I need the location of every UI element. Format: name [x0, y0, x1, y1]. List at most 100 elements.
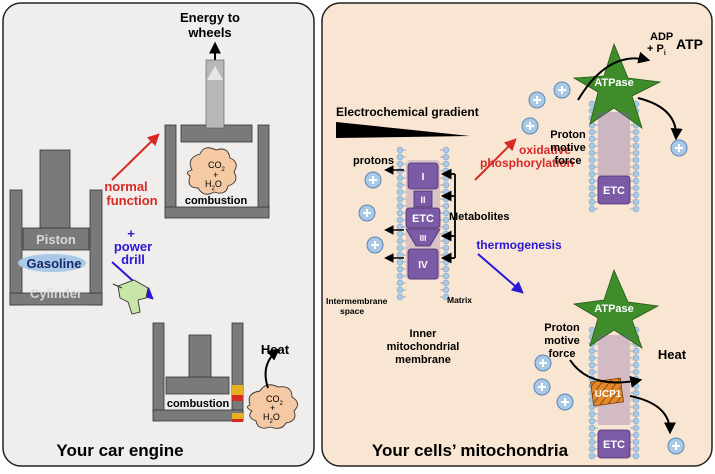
svg-text:motive: motive	[550, 142, 585, 154]
lipid-head	[396, 286, 404, 294]
energy-label-1: Energy to	[180, 10, 240, 25]
complex-i	[407, 162, 439, 190]
lipid-head	[588, 438, 596, 446]
complex-ii	[413, 190, 433, 208]
lipid-head	[396, 216, 404, 224]
lipid-head	[632, 438, 640, 446]
gas-cloud-top	[187, 147, 237, 195]
normal-label-1: normal	[104, 179, 147, 194]
svg-text:H2O: H2O	[205, 179, 222, 192]
lipid-head	[396, 167, 404, 175]
lipid-head	[588, 177, 596, 185]
lipid-head	[588, 198, 596, 206]
proton-top-1	[528, 91, 546, 109]
drill-plus: +	[127, 226, 135, 241]
lipid-head	[632, 417, 640, 425]
proton-1	[364, 171, 382, 189]
proton-bottom-2	[533, 378, 551, 396]
complex-etc	[405, 207, 441, 229]
lipid-head	[396, 209, 404, 217]
lipid-head	[396, 223, 404, 231]
lipid-head	[396, 202, 404, 210]
protons-label: protons	[353, 155, 394, 167]
lipid-head	[588, 452, 596, 460]
proton-2	[358, 204, 376, 222]
lipid-head	[588, 354, 596, 362]
proton-3	[366, 236, 384, 254]
proton-out-arrow-bottom	[629, 395, 676, 435]
proton-bottom-3	[556, 393, 574, 411]
lipid-head	[442, 237, 450, 245]
svg-text:IV: IV	[418, 260, 428, 271]
lipid-head	[632, 361, 640, 369]
engine-drill: combustion CO2 + H2O Heat	[152, 322, 298, 429]
membrane-label-3: membrane	[395, 354, 451, 366]
lipid-head	[588, 156, 596, 164]
lipid-head	[442, 223, 450, 231]
lipid-head	[396, 279, 404, 287]
right-panel: Electrochemical gradient I II ETC III IV…	[321, 2, 713, 467]
heat-arrow-left	[264, 348, 280, 389]
intermembrane-label-2: space	[340, 306, 364, 316]
svg-text:motive: motive	[544, 335, 579, 347]
combustion-label-bottom: combustion	[167, 398, 230, 410]
drill-label-2: drill	[121, 252, 145, 267]
normal-arrow	[111, 133, 160, 181]
oxphos-label-1: oxidative	[519, 143, 571, 157]
ucp1-protein: UCP1	[590, 377, 624, 407]
right-panel-title: Your cells’ mitochondria	[372, 441, 569, 460]
svg-text:III: III	[420, 234, 427, 243]
metabolites-label: Metabolites	[449, 211, 510, 223]
etc-top	[597, 175, 631, 205]
combustion-label-top: combustion	[185, 195, 248, 207]
lipid-head	[442, 160, 450, 168]
lipid-head	[632, 156, 640, 164]
membrane-label-2: mitochondrial	[387, 341, 460, 353]
lipid-head	[442, 216, 450, 224]
proton-pump-arrows	[384, 165, 404, 263]
svg-text:ADP: ADP	[650, 31, 673, 43]
gasoline-label: Gasoline	[27, 256, 82, 271]
gradient-wedge	[336, 122, 470, 138]
lipid-head	[442, 181, 450, 189]
lipid-head	[588, 170, 596, 178]
lipid-head	[442, 146, 450, 154]
lipid-head	[588, 191, 596, 199]
uncoupling: ATPase ETC UCP1 Heat Proton motive force	[533, 268, 687, 460]
lipid-head	[632, 354, 640, 362]
proton-top-out	[670, 139, 688, 157]
oxphos-arrow	[474, 138, 517, 181]
svg-text:CO2: CO2	[208, 160, 226, 173]
svg-text:UCP1: UCP1	[595, 389, 622, 400]
lipid-head	[396, 181, 404, 189]
lipid-head	[442, 293, 450, 301]
lipid-head	[396, 188, 404, 196]
lipid-head	[632, 149, 640, 157]
piston-label: Piston	[36, 232, 76, 247]
lipid-head	[632, 177, 640, 185]
svg-text:CO2: CO2	[266, 394, 284, 407]
atp-synthesis: ATPase ETC ADP + Pi ATP Proton motive fo…	[521, 31, 703, 213]
lipid-head	[588, 184, 596, 192]
proton-top-2	[553, 81, 571, 99]
lipid-head	[588, 142, 596, 150]
thermo-arrow	[477, 253, 524, 294]
power-drill-icon	[112, 279, 149, 315]
energy-label-2: wheels	[187, 25, 231, 40]
lipid-head	[632, 347, 640, 355]
lipid-head	[442, 202, 450, 210]
lipid-head	[396, 244, 404, 252]
lipid-head	[588, 149, 596, 157]
lipid-head	[588, 431, 596, 439]
shaft-arrowhead	[207, 66, 223, 80]
lipid-head	[588, 135, 596, 143]
thermogenesis-label: thermogenesis	[476, 238, 562, 252]
lipid-head	[632, 170, 640, 178]
lipid-head	[442, 244, 450, 252]
piston	[22, 227, 90, 251]
lipid-head	[588, 410, 596, 418]
adp-atp-arrow	[577, 51, 651, 101]
svg-text:+: +	[270, 403, 275, 413]
